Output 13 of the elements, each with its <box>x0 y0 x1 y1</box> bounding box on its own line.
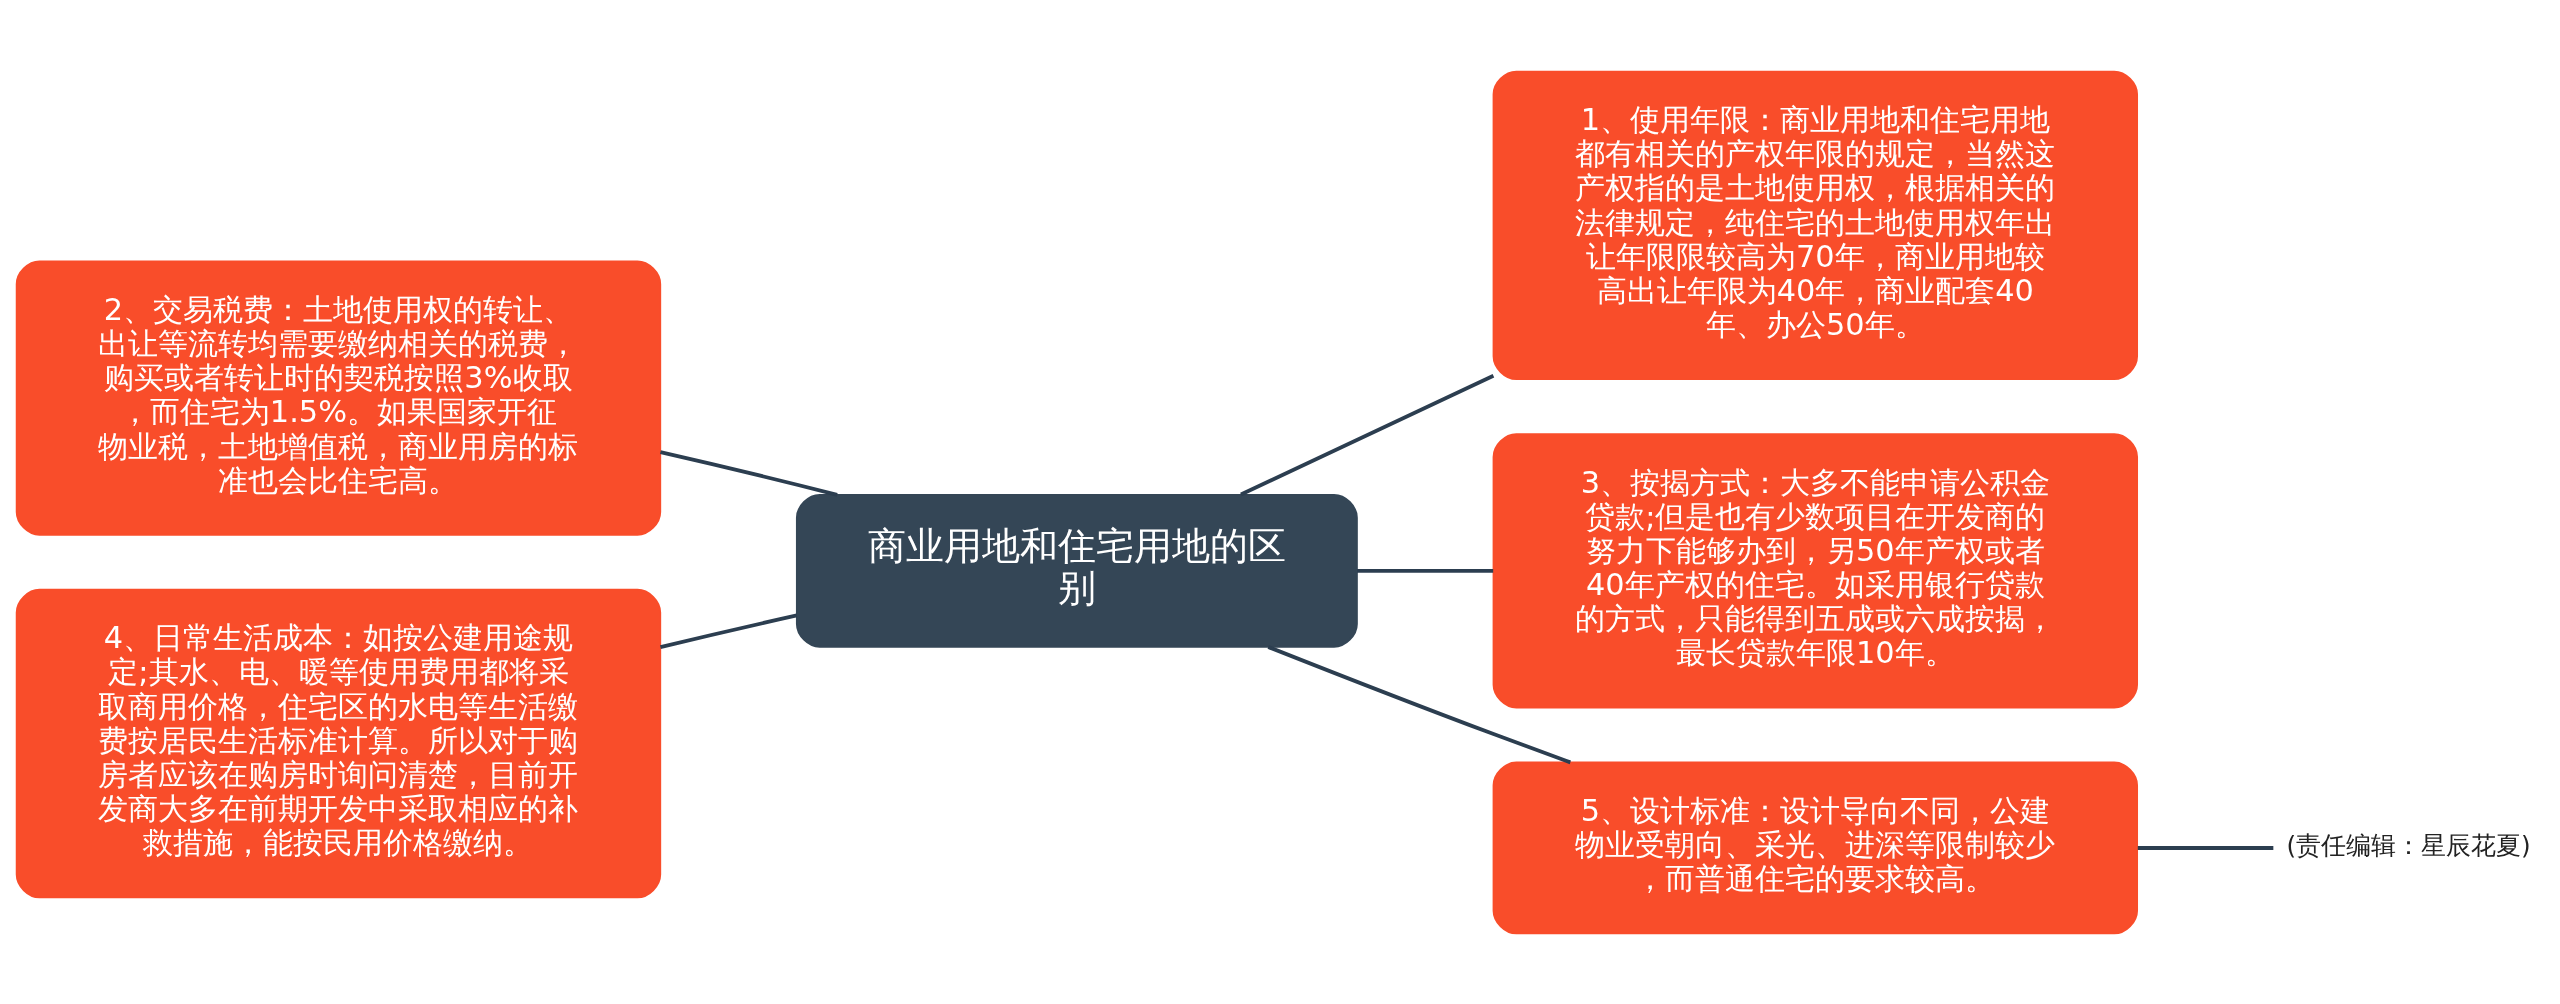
node-box: 商业用地和住宅用地的区别 <box>795 493 1358 648</box>
connector <box>1240 373 1495 496</box>
node-box: 5、设计标准：设计导向不同，公建物业受朝向、采光、进深等限制较少，而普通住宅的要求较高。 <box>1492 761 2138 934</box>
connector <box>1357 568 1494 573</box>
node-box: 1、使用年限：商业用地和住宅用地都有相关的产权年限的规定，当然这产权指的是土地使用权，根据相关的法律规定，纯住宅的土地使用权年出让年限限较高为70年，商业用地较高出让年限为40年，商业配套40年、办公50年。 <box>1492 70 2138 380</box>
node-box: 2、交易税费：土地使用权的转让、出让等流转均需要缴纳相关的税费，购买或者转让时的契税按照3%收取，而住宅为1.5%。如果国家开征物业税，土地增值税，商业用房的标准也会比住宅高。 <box>15 259 662 536</box>
node-box: 4、日常生活成本：如按公建用途规定;其水、电、暖等使用费用都将采取商用价格，住宅区的水电等生活缴费按居民生活标准计算。所以对于购房者应该在购房时询问清楚，目前开发商大多在前期开发中采取相应的补救措施，能按民用价格缴纳。 <box>15 588 662 898</box>
connector <box>660 449 838 497</box>
connector <box>2137 845 2274 850</box>
connector <box>1267 644 1571 764</box>
node-text: (责任编辑：星辰花夏) <box>2286 830 2531 860</box>
node-box: 3、按揭方式：大多不能申请公积金贷款;但是也有少数项目在开发商的努力下能够办到，另50年产权或者40年产权的住宅。如采用银行贷款的方式，只能得到五成或六成按揭，最长贷款年限10年。 <box>1492 432 2138 708</box>
connector <box>660 613 798 649</box>
